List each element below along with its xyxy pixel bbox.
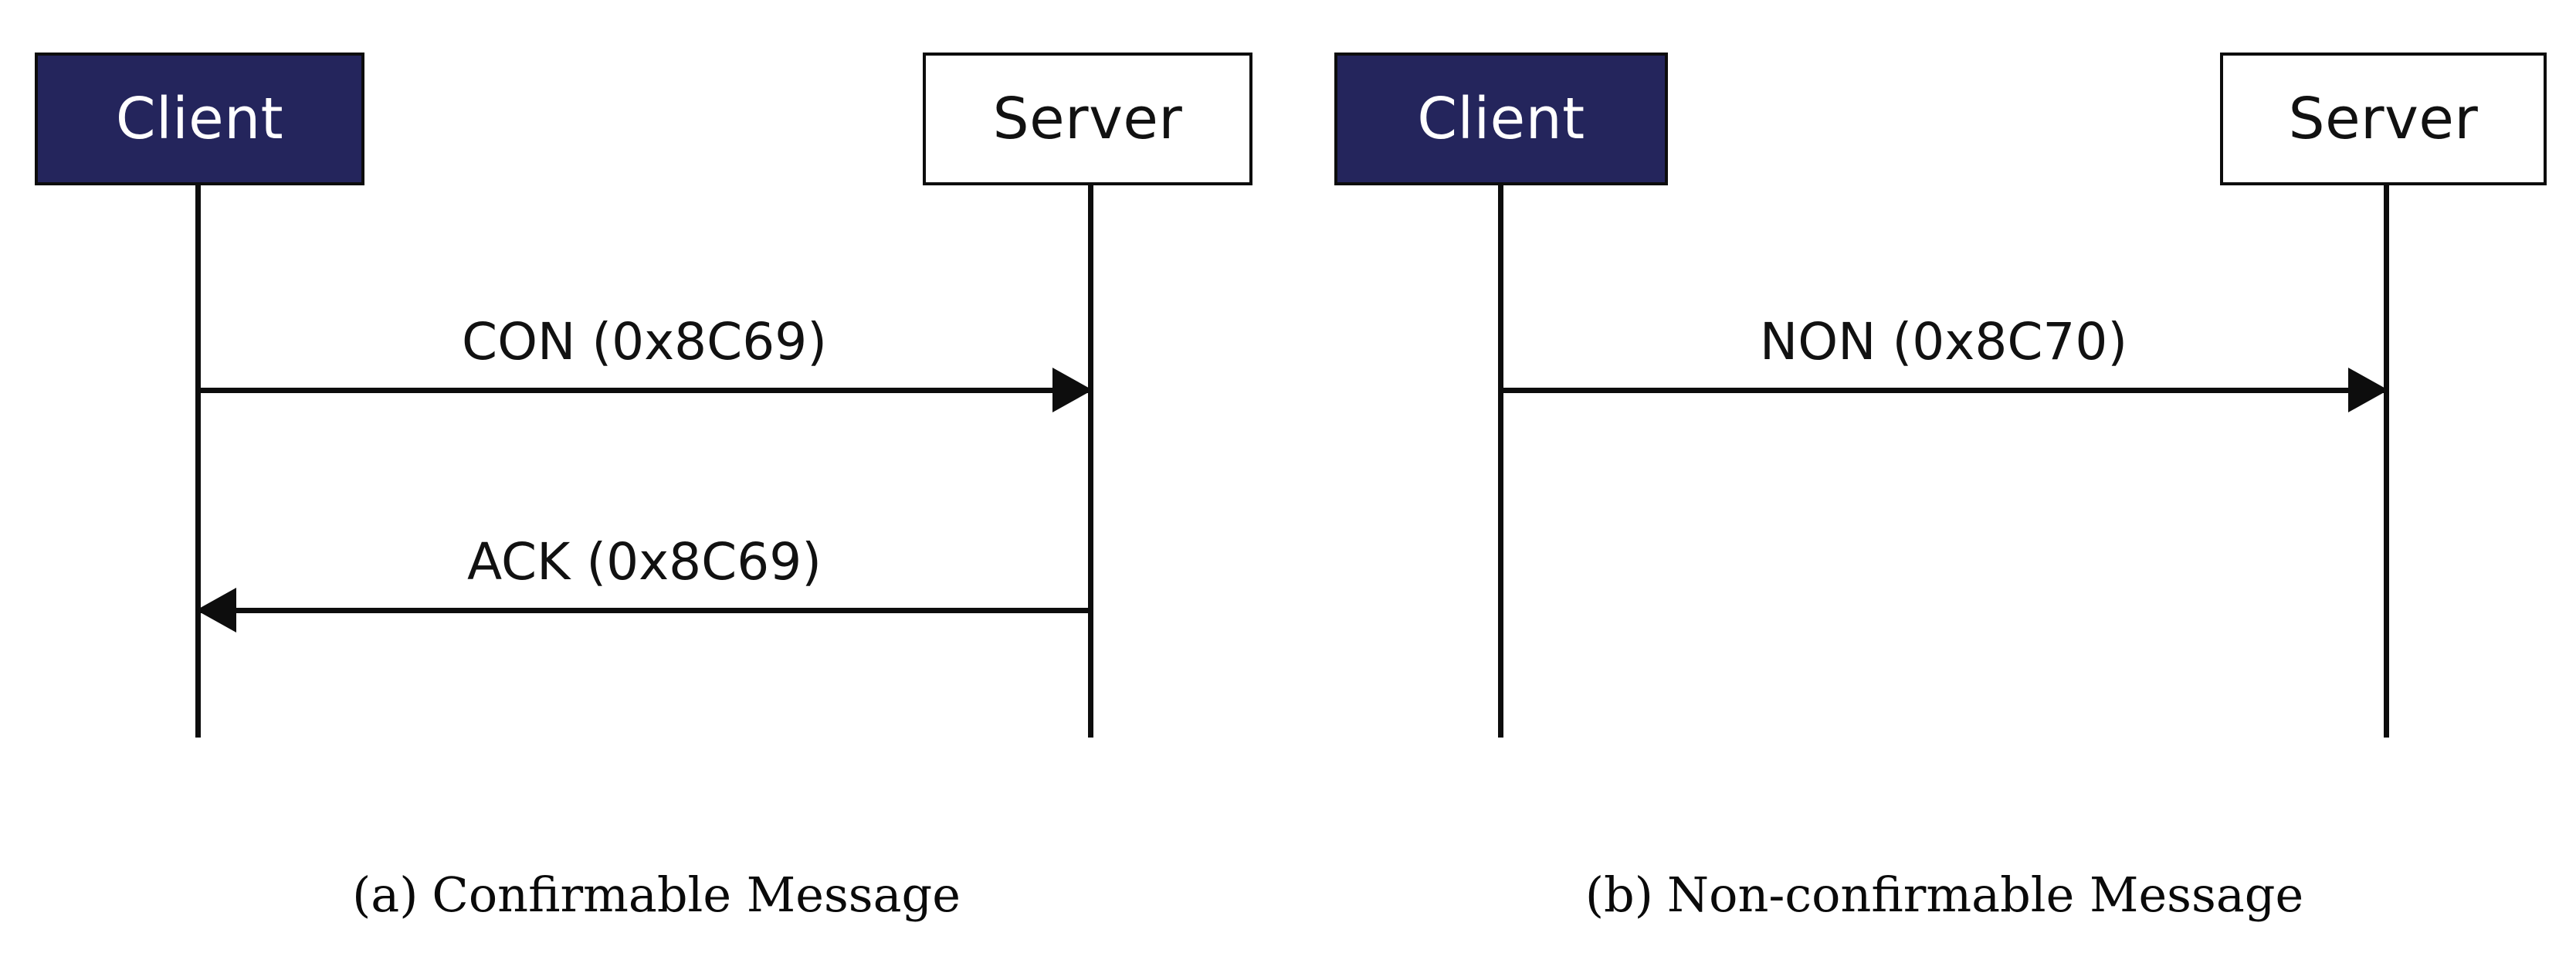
message-label-non: NON (0x8C70) <box>1759 312 2128 371</box>
sequence-diagram-panel-b: Client Server NON (0x8C70) (b)Non-confir… <box>1313 0 2576 970</box>
message-shaft <box>198 608 1091 613</box>
participant-box-client: Client <box>1334 53 1668 185</box>
participant-label-client: Client <box>1417 86 1585 152</box>
arrowhead-right-icon <box>2348 368 2388 412</box>
message-label-ack: ACK (0x8C69) <box>467 532 822 592</box>
participant-label-server: Server <box>2288 86 2479 152</box>
message-label-con: CON (0x8C69) <box>462 312 827 371</box>
arrowhead-left-icon <box>196 588 236 633</box>
figure-caption-a: (a)Confirmable Message <box>0 871 1313 919</box>
message-shaft <box>1500 388 2387 393</box>
lifeline-client <box>1498 185 1503 738</box>
arrowhead-right-icon <box>1052 368 1093 412</box>
caption-tag-b: (b) <box>1585 867 1653 923</box>
caption-text-b: Non-confirmable Message <box>1666 867 2304 923</box>
figure-caption-b: (b)Non-confirmable Message <box>1313 871 2576 919</box>
lifeline-client <box>195 185 201 738</box>
lifeline-server <box>1088 185 1093 738</box>
participant-box-server: Server <box>2220 53 2547 185</box>
participant-label-client: Client <box>115 86 284 152</box>
participant-box-client: Client <box>35 53 364 185</box>
caption-tag-a: (a) <box>352 867 419 923</box>
message-shaft <box>198 388 1091 393</box>
participant-box-server: Server <box>923 53 1252 185</box>
participant-label-server: Server <box>992 86 1183 152</box>
lifeline-server <box>2384 185 2389 738</box>
sequence-diagram-panel-a: Client Server CON (0x8C69) ACK (0x8C69) … <box>0 53 1313 919</box>
caption-text-a: Confirmable Message <box>432 867 961 923</box>
